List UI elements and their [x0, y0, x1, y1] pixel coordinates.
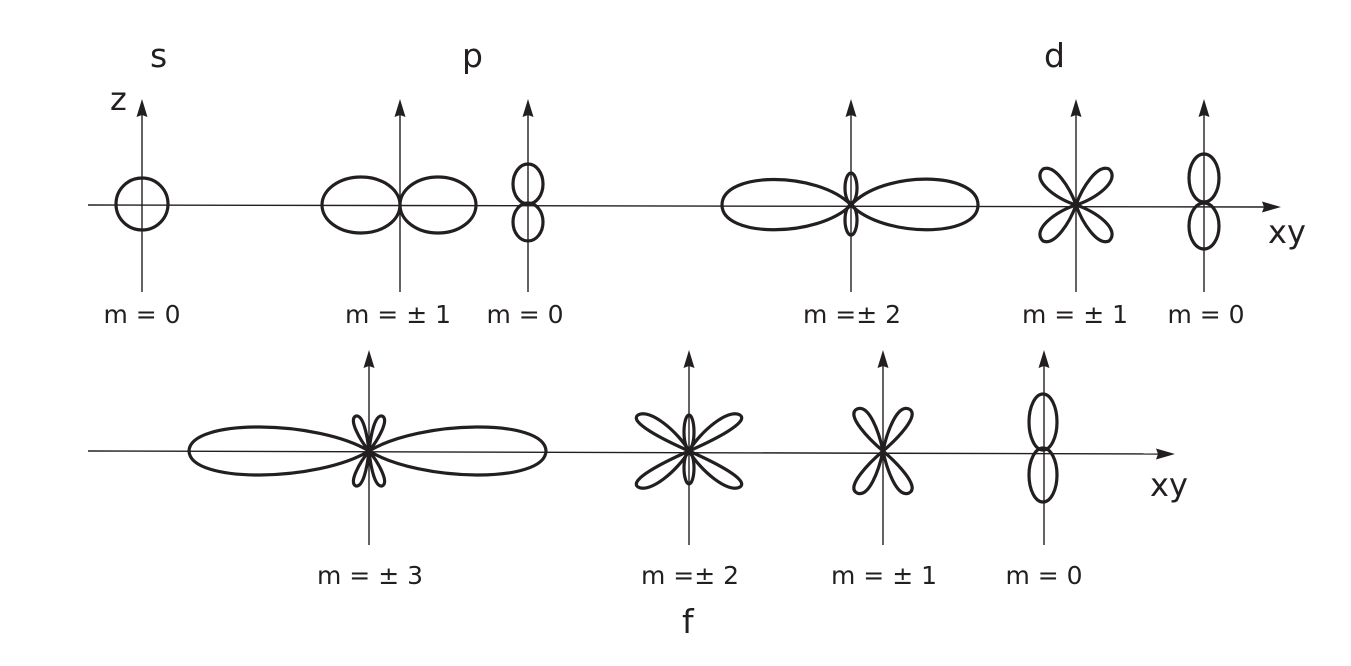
f-m3-label: m = ± 3 — [317, 561, 423, 590]
top-xy-label: xy — [1268, 213, 1306, 251]
f-orbital-m3 — [187, 350, 548, 545]
z-axis-label: z — [110, 80, 127, 118]
f-m1-label: m = ± 1 — [831, 561, 937, 590]
header-p: p — [462, 36, 483, 75]
p-m1-label: m = ± 1 — [345, 300, 451, 329]
d-orbital-m1 — [1038, 99, 1114, 292]
header-s: s — [150, 36, 167, 75]
d-m1-label: m = ± 1 — [1022, 300, 1128, 329]
f-orbital-m2 — [634, 350, 744, 545]
p-orbital-m1 — [320, 99, 478, 292]
f-orbital-m1 — [852, 350, 914, 545]
s-orbital-m0 — [114, 99, 170, 292]
header-d: d — [1044, 36, 1065, 75]
d-m0-label: m = 0 — [1167, 300, 1244, 329]
header-f: f — [682, 602, 695, 641]
bottom-xy-label: xy — [1150, 466, 1188, 504]
d-orbital-m2 — [720, 99, 980, 292]
f-m2-label: m =± 2 — [641, 561, 739, 590]
f-m0-label: m = 0 — [1005, 561, 1082, 590]
p-m0-label: m = 0 — [486, 300, 563, 329]
bottom-xy-axis — [87, 448, 1175, 460]
d-m2-label: m =± 2 — [803, 300, 901, 329]
top-xy-axis — [87, 201, 1281, 213]
s-m0-label: m = 0 — [103, 300, 180, 329]
d-orbital-m0 — [1187, 99, 1221, 292]
p-orbital-m0 — [511, 99, 545, 292]
f-orbital-m0 — [1027, 350, 1059, 545]
